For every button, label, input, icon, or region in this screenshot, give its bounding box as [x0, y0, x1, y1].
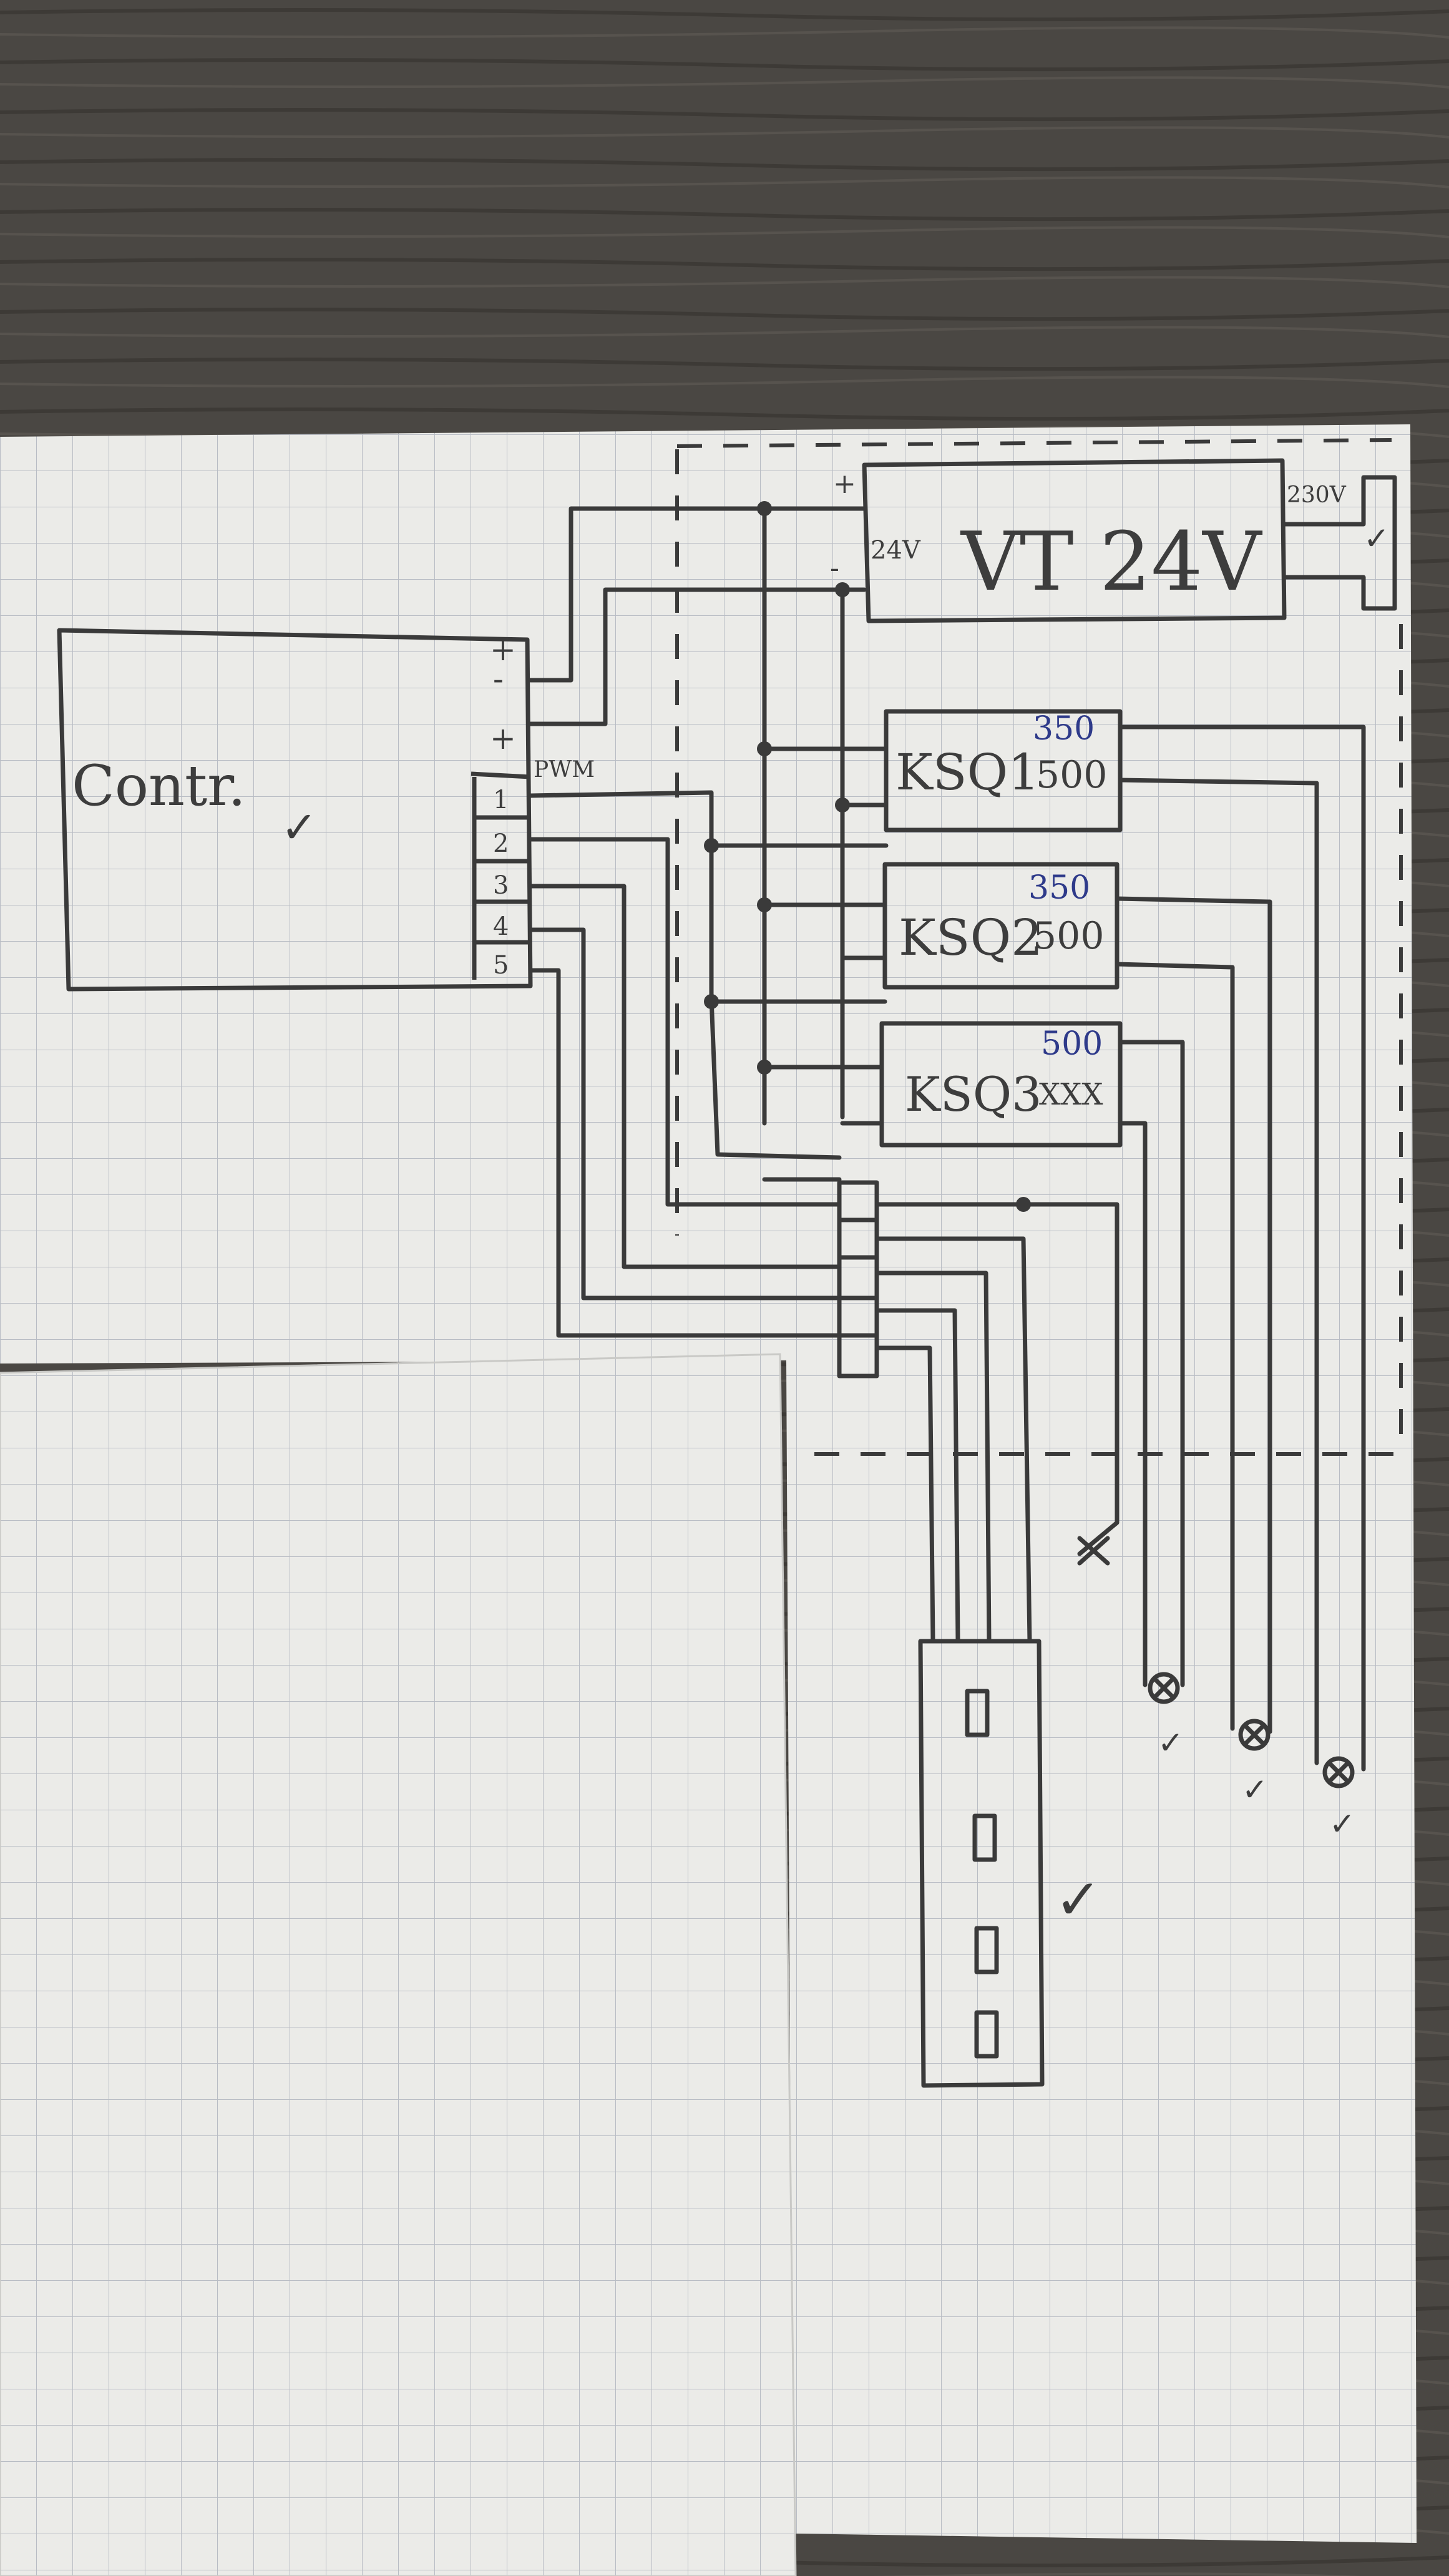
controller-box	[57, 628, 533, 992]
junction-nodes	[704, 501, 1031, 1212]
check-marks: ✓ ✓ ✓ ✓ ✓ ✓	[281, 520, 1390, 1933]
enclosure-outline	[675, 438, 1403, 1456]
check-mark-mains: ✓	[1364, 520, 1390, 557]
connector-strip	[918, 1639, 1045, 2088]
pin-3-label: 3	[493, 871, 509, 900]
driver-1-top-value: 350	[1033, 710, 1095, 748]
plus-mid-label: +	[490, 720, 516, 756]
psu-output-label: 24V	[871, 536, 921, 565]
wiring	[528, 506, 1366, 1772]
psu-plus-label: +	[833, 468, 856, 500]
controller-label: Contr.	[72, 753, 246, 819]
check-mark-lamp-3: ✓	[1329, 1806, 1355, 1842]
pwm-label: PWM	[534, 757, 595, 783]
driver-boxes	[879, 709, 1123, 1148]
pin-1-label: 1	[493, 786, 509, 814]
pin-2-label: 2	[493, 829, 509, 858]
driver-3-top-value: 500	[1041, 1025, 1103, 1063]
check-mark-lamp-2: ✓	[1242, 1772, 1268, 1808]
driver-labels: KSQ1 350 500 KSQ2 350 500 KSQ3 500 XXX	[895, 710, 1108, 1122]
plus-top-label: +	[490, 632, 516, 668]
driver-2-top-value: 350	[1028, 869, 1090, 907]
driver-1-label: KSQ1	[895, 743, 1040, 801]
pin-5-label: 5	[493, 951, 509, 980]
main-paper-sheet	[0, 424, 1417, 2543]
pin-4-label: 4	[493, 912, 509, 941]
mains-label: 230V	[1287, 482, 1347, 508]
lamp-symbols	[1077, 1536, 1355, 1788]
terminal-block	[837, 1180, 879, 1378]
driver-1-bottom-value: 500	[1036, 753, 1108, 797]
lower-paper-sheet	[0, 1353, 797, 2576]
check-mark-connector: ✓	[1055, 1867, 1101, 1933]
psu-minus-label: -	[830, 552, 839, 584]
check-mark-controller: ✓	[281, 802, 318, 853]
driver-2-label: KSQ2	[899, 909, 1043, 967]
psu-title: VT 24V	[960, 514, 1262, 609]
power-supply-box	[862, 458, 1397, 623]
driver-3-bottom-value: XXX	[1039, 1077, 1103, 1112]
driver-3-label: KSQ3	[905, 1066, 1042, 1122]
driver-2-bottom-value: 500	[1033, 914, 1105, 958]
check-mark-lamp-1: ✓	[1158, 1725, 1184, 1761]
minus-top-label: -	[493, 661, 504, 697]
